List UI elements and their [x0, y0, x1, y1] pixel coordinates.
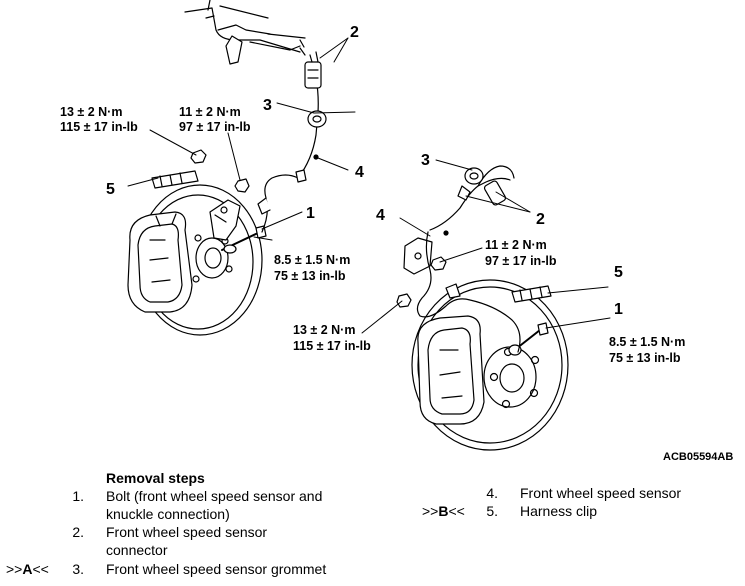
left-torque-b-nm: 11 ± 2 N·m [179, 105, 241, 119]
right-callout-5: 5 [614, 264, 623, 281]
left-callout-1: 1 [306, 205, 315, 222]
right-sensor-grommet [464, 167, 484, 185]
step-5-number: 5. [486, 503, 498, 519]
removal-steps-right: 4. Front wheel speed sensor >>B<< 5. Har… [420, 484, 740, 520]
step-5-text-line1: Harness clip [520, 503, 598, 519]
right-callout-2: 2 [536, 211, 545, 228]
right-torque-b-nm: 11 ± 2 N·m [485, 238, 547, 252]
step-1-number: 1. [72, 488, 84, 504]
left-body-bracket [184, 0, 306, 65]
left-torque-c-inlb: 75 ± 13 in-lb [274, 269, 346, 283]
right-torque-a-nm: 13 ± 2 N·m [293, 323, 355, 337]
right-callout-3: 3 [421, 152, 430, 169]
right-sensor-harness [416, 165, 521, 353]
left-callout-4: 4 [355, 164, 364, 181]
step-2-text-line2: connector [106, 542, 168, 558]
right-torque-c-inlb: 75 ± 13 in-lb [609, 351, 681, 365]
right-torque-a-inlb: 115 ± 17 in-lb [293, 339, 371, 353]
step-3-note-mark: >>A<< [6, 561, 49, 577]
left-sensor-connector [304, 51, 322, 89]
step-1-text-line2: knuckle connection) [106, 506, 230, 522]
left-brake-caliper [127, 211, 193, 313]
left-callout-3: 3 [263, 97, 272, 114]
right-sensor-bolt [508, 322, 549, 356]
step-4-text-line1: Front wheel speed sensor [520, 485, 682, 501]
sensor-removal-diagram: 13 ± 2 N·m 115 ± 17 in-lb 11 ± 2 N·m 97 … [60, 0, 733, 463]
step-5-note-mark: >>B<< [422, 503, 465, 519]
step-2-text-line1: Front wheel speed sensor [106, 524, 268, 540]
step-1-text-line1: Bolt (front wheel speed sensor and [106, 488, 323, 504]
right-torque-b-inlb: 97 ± 17 in-lb [485, 254, 557, 268]
removal-steps-title: Removal steps [106, 470, 205, 486]
right-leader-lines [361, 159, 611, 334]
left-torque-c-nm: 8.5 ± 1.5 N·m [274, 253, 350, 267]
right-brake-caliper [417, 315, 485, 425]
left-sensor-harness [257, 77, 327, 233]
left-callout-5: 5 [106, 181, 115, 198]
left-bracket-nuts [190, 149, 250, 193]
right-torque-c-nm: 8.5 ± 1.5 N·m [609, 335, 685, 349]
left-leader-lines [127, 37, 356, 241]
step-3-number: 3. [72, 561, 84, 577]
right-callout-1: 1 [614, 301, 623, 318]
step-3-text-line1: Front wheel speed sensor grommet [106, 561, 327, 577]
figure-code: ACB05594AB [663, 451, 733, 463]
right-callout-4: 4 [376, 207, 385, 224]
right-harness-clip [511, 285, 552, 303]
left-sensor-bracket [209, 199, 241, 241]
left-torque-a-nm: 13 ± 2 N·m [60, 105, 122, 119]
left-torque-b-inlb: 97 ± 17 in-lb [179, 120, 251, 134]
removal-steps-left: 1. Bolt (front wheel speed sensor and kn… [0, 487, 430, 578]
right-sensor-bracket [403, 237, 433, 275]
step-4-number: 4. [486, 485, 498, 501]
right-bracket-nuts [396, 256, 447, 308]
left-harness-clip [151, 170, 199, 189]
step-2-number: 2. [72, 524, 84, 540]
left-torque-a-inlb: 115 ± 17 in-lb [60, 120, 138, 134]
left-sensor-bolt [221, 225, 267, 254]
left-callout-2: 2 [350, 24, 359, 41]
